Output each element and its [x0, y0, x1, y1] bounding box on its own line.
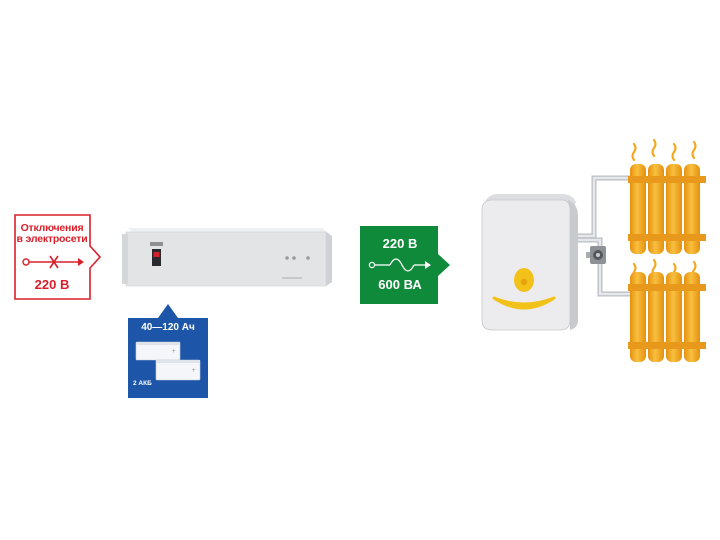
output-callout-frame: [360, 226, 450, 304]
svg-text:+: +: [172, 349, 176, 355]
battery-box-frame: + +: [128, 304, 208, 398]
output-spec-callout: 220 В 600 ВА: [360, 226, 452, 304]
circulation-pump-icon: [586, 246, 606, 264]
power-outage-callout: Отключения в электросети 220 В: [14, 214, 102, 300]
output-voltage: 220 В: [382, 236, 418, 251]
gas-boiler: [481, 194, 578, 331]
battery-info-box: + + 40—120 Ач 2 АКБ: [128, 300, 208, 398]
sine-wave-icon: [368, 258, 431, 272]
outage-label-line2: в электросети: [16, 233, 88, 245]
radiators: [628, 138, 706, 362]
outage-voltage: 220 В: [34, 277, 70, 292]
svg-text:+: +: [192, 368, 196, 374]
outage-label: Отключения в электросети: [14, 223, 90, 245]
heating-pipes: [578, 175, 630, 297]
broken-wire-icon: [22, 255, 84, 269]
ups-device: [122, 228, 332, 287]
outage-label-line1: Отключения: [20, 222, 84, 234]
output-power: 600 ВА: [378, 277, 422, 292]
battery-capacity: 40—120 Ач: [141, 322, 195, 333]
battery-count: 2 АКБ: [133, 380, 152, 387]
heat-wave-icon: [631, 138, 697, 162]
